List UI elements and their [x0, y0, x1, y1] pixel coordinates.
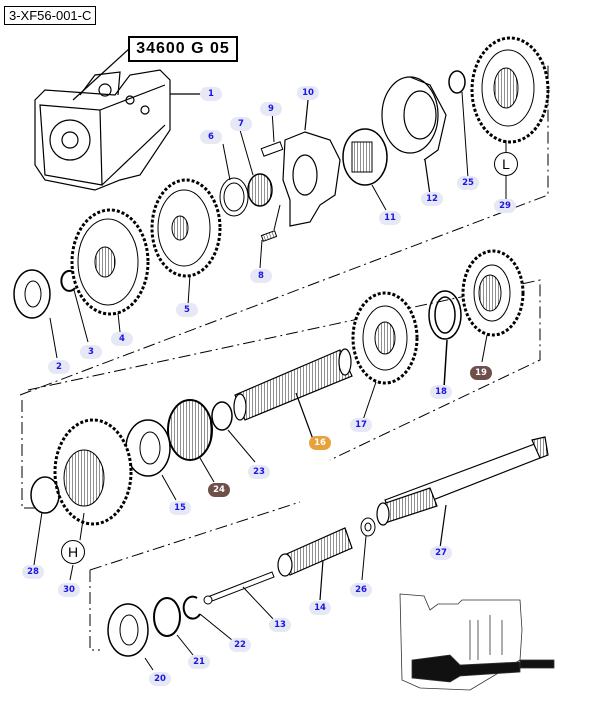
bolt-9-drawing: [260, 109, 284, 157]
bearing-2-drawing: [13, 269, 58, 359]
callout-part-25[interactable]: 25: [457, 176, 479, 190]
circlip-3-drawing: [60, 269, 89, 343]
callout-part-15[interactable]: 15: [169, 501, 191, 515]
marker-l: L: [494, 152, 518, 176]
housing-flange-12-drawing: [381, 76, 447, 196]
stud-8-drawing: [259, 204, 281, 269]
callout-part-26[interactable]: 26: [350, 583, 372, 597]
callout-part-22[interactable]: 22: [229, 638, 251, 652]
transmission-housing-drawing: [34, 44, 205, 191]
callout-part-29[interactable]: 29: [494, 199, 516, 213]
callout-part-17[interactable]: 17: [350, 418, 372, 432]
callout-part-7[interactable]: 7: [230, 117, 252, 131]
callout-part-6[interactable]: 6: [200, 130, 222, 144]
callout-part-1[interactable]: 1: [200, 87, 222, 101]
circlip-23-drawing: [211, 401, 256, 463]
callout-part-14[interactable]: 14: [309, 601, 331, 615]
callout-part-12[interactable]: 12: [421, 192, 443, 206]
coupling-11-drawing: [342, 128, 388, 211]
group-boundary-middle: [21, 279, 541, 509]
marker-h: H: [61, 540, 85, 564]
gear-4-drawing: [70, 208, 150, 333]
split-ring-18-drawing: [428, 290, 462, 389]
callout-part-13[interactable]: 13: [269, 618, 291, 632]
washer-6-drawing: [219, 143, 249, 217]
callout-part-4[interactable]: 4: [111, 332, 133, 346]
group-boundary-lower: [89, 501, 301, 651]
callout-part-19[interactable]: 19: [470, 366, 492, 380]
gear-30-drawing: [53, 418, 133, 581]
callout-part-5[interactable]: 5: [176, 303, 198, 317]
callout-part-20[interactable]: 20: [149, 672, 171, 686]
callout-part-28[interactable]: 28: [22, 565, 44, 579]
gear-24-drawing: [167, 399, 215, 483]
output-shaft-27-drawing: [376, 436, 549, 549]
gear-17-drawing: [351, 291, 419, 421]
callout-part-21[interactable]: 21: [188, 655, 210, 669]
needle-bearing-7-drawing: [239, 129, 273, 207]
callout-part-27[interactable]: 27: [430, 546, 452, 560]
ring-28-drawing: [30, 476, 60, 566]
callout-part-24[interactable]: 24: [208, 483, 230, 497]
group-reference: 34600 G 05: [128, 36, 238, 62]
gear-19-drawing: [461, 249, 525, 363]
callout-part-23[interactable]: 23: [248, 465, 270, 479]
splined-sleeve-14-drawing: [277, 527, 353, 601]
carrier-10-drawing: [282, 99, 341, 227]
callout-part-2[interactable]: 2: [48, 360, 70, 374]
gear-29-drawing: [470, 36, 550, 200]
callout-part-10[interactable]: 10: [297, 86, 319, 100]
bearing-20-drawing: [107, 603, 154, 671]
callout-part-11[interactable]: 11: [379, 211, 401, 225]
callout-part-16[interactable]: 16: [309, 436, 331, 450]
callout-part-30[interactable]: 30: [58, 583, 80, 597]
callout-part-3[interactable]: 3: [80, 345, 102, 359]
callout-part-18[interactable]: 18: [430, 385, 452, 399]
circlip-25-drawing: [448, 70, 469, 179]
washer-26-drawing: [360, 517, 376, 581]
bolt-13-drawing: [203, 571, 277, 623]
circlip-22-drawing: [182, 595, 233, 641]
ring-21-drawing: [153, 597, 194, 656]
shaft-16-drawing: [233, 348, 353, 443]
gear-5-drawing: [150, 178, 222, 306]
transmission-section-thumbnail: [399, 593, 555, 691]
callout-part-8[interactable]: 8: [250, 269, 272, 283]
callout-part-9[interactable]: 9: [260, 102, 282, 116]
document-reference: 3-XF56-001-C: [4, 6, 97, 25]
